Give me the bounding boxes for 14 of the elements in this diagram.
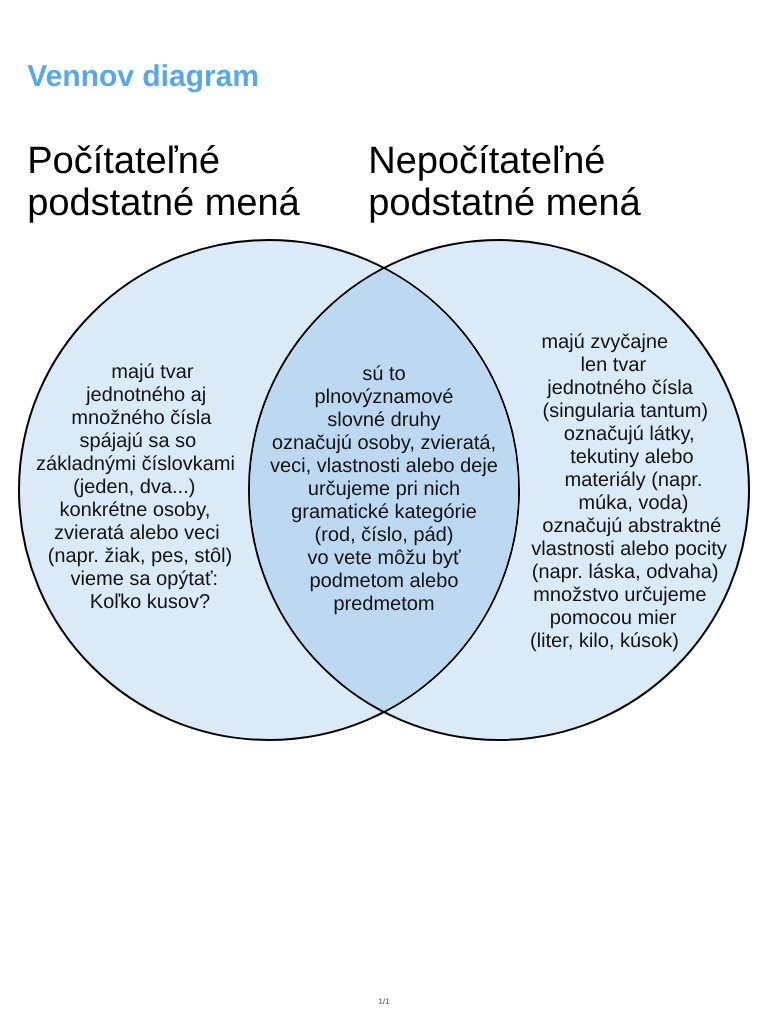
set-heading: Nepočítateľné podstatné mená bbox=[370, 145, 641, 223]
set-heading: Počítateľné podstatné mená bbox=[29, 145, 300, 223]
page-number: 1/1 bbox=[379, 998, 390, 1005]
description-text: konkrétne osoby, zvieratá alebo veci (napr. žiak, pes, stôl) bbox=[48, 501, 231, 567]
description-text: určujeme pri nich gramatické kategórie (rod, číslo, pád) bbox=[292, 480, 476, 546]
page-title: Vennov diagram bbox=[27, 64, 258, 93]
description-text: spájajú sa so základnými číslovkami (jeden, dva...) bbox=[36, 432, 234, 498]
description-text: sú to plnovýznamové slovné druhy bbox=[315, 365, 453, 431]
description-text: množstvo určujeme pomocou mier (liter, kilo, kúsok) bbox=[531, 586, 706, 652]
description-text: majú zvyčajne len tvar jednotného čísla (singularia tantum) bbox=[542, 333, 707, 422]
description-text: vo vete môžu byť podmetom alebo predmetom bbox=[307, 549, 461, 615]
description-text: označujú látky, tekutiny alebo materiály (napr. múka, voda) bbox=[564, 425, 701, 514]
description-text: vieme sa opýtať: Koľko kusov? bbox=[70, 570, 217, 609]
description-text: označujú abstraktné vlastnosti alebo pocity (napr. láska, odvaha) bbox=[531, 517, 727, 583]
